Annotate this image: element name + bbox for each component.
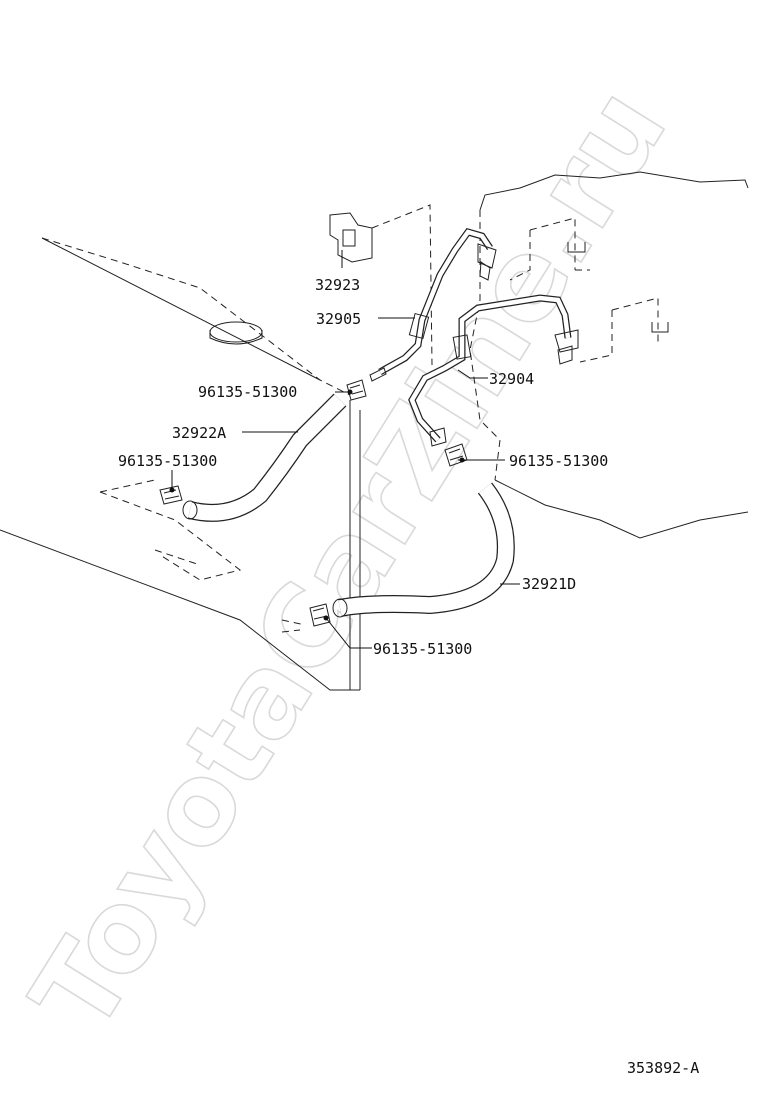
leader-dot-clamp-left [169, 487, 175, 493]
leader-dot-clamp-lower [323, 615, 329, 621]
leader-lines [171, 250, 520, 649]
bracket-32923 [329, 204, 433, 366]
figure-reference: 353892-A [627, 1059, 699, 1077]
pipe-32905 [369, 227, 497, 382]
hose-32922A [182, 393, 347, 522]
clamp-upper [346, 379, 367, 401]
left-body-panel [0, 237, 361, 691]
label-32922A: 32922A [172, 424, 226, 442]
label-32905: 32905 [316, 310, 361, 328]
leader-dot-clamp-upper [347, 389, 353, 395]
label-32923: 32923 [315, 276, 360, 294]
label-32904: 32904 [489, 370, 534, 388]
leader-dot-clamp-right [459, 457, 465, 463]
label-clamp-right: 96135-51300 [509, 452, 608, 470]
engine-block-outline [469, 171, 749, 539]
label-clamp-left: 96135-51300 [118, 452, 217, 470]
label-clamp-upper: 96135-51300 [198, 383, 297, 401]
hose-32921D [332, 482, 515, 618]
label-32921D: 32921D [522, 575, 576, 593]
label-clamp-lower: 96135-51300 [373, 640, 472, 658]
pipe-32904 [408, 294, 579, 447]
